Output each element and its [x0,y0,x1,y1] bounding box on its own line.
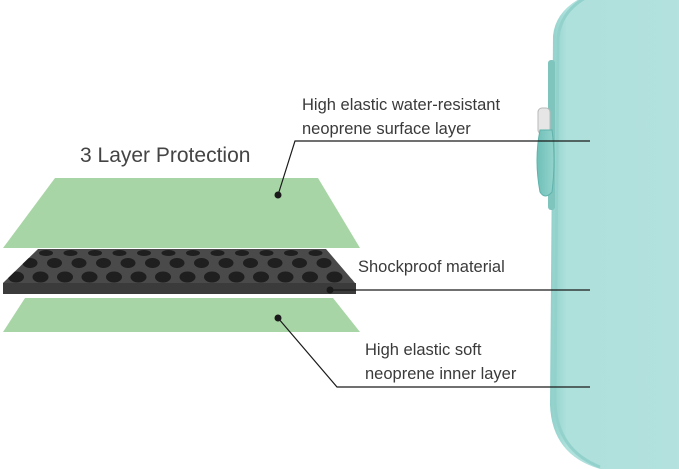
outer-layer-sheet [3,178,360,248]
foam-dot [186,250,200,256]
foam-dot [130,271,147,283]
foam-dot [120,258,136,268]
foam-dot [96,258,111,268]
shockproof-layer-edge [3,283,356,294]
foam-dot [106,271,122,283]
foam-dot [57,271,73,283]
foam-dot [316,258,332,268]
callout-leader-lines [274,140,590,388]
foam-dot [88,250,102,256]
foam-dot [8,271,24,283]
foam-dot [81,271,98,283]
inner-layer-dot [274,314,282,322]
shockproof-dot [326,286,334,294]
foam-dot [47,258,62,268]
outer-layer-dot [274,191,282,199]
foam-dot [169,258,185,268]
foam-dot [259,250,274,256]
foam-dot [228,271,245,283]
foam-dot [71,258,87,268]
foam-dot [179,271,196,283]
foam-dot [210,250,225,256]
sleeve-body [550,0,679,469]
outer-layer-label: High elastic water-resistant neoprene su… [302,96,505,138]
inner-layer-leader [277,317,590,388]
foam-dot [267,258,283,268]
foam-dot [145,258,160,268]
foam-dot [326,271,343,283]
foam-dot [161,250,176,256]
foam-dot [137,250,151,256]
zipper-pull-icon [536,107,555,197]
foam-dot [243,258,258,268]
foam-dot [341,258,355,268]
foam-dot [194,258,209,268]
foam-dot-pattern [8,250,355,283]
foam-dot [277,271,294,283]
foam-dot [308,250,323,256]
foam-dot [253,271,269,283]
foam-dot [302,271,318,283]
inner-layer-sheet [3,298,360,332]
sleeve-edge-seam [553,0,601,469]
outer-layer-leader [277,140,590,196]
foam-dot [32,271,49,283]
foam-dot [155,271,171,283]
outer-layer-label-line2: neoprene surface layer [302,120,471,138]
inner-layer-label-line2: neoprene inner layer [365,365,517,383]
foam-dot [235,250,249,256]
foam-dot [22,258,38,268]
foam-dot [63,250,78,256]
diagram-title: 3 Layer Protection [80,144,250,167]
inner-layer-label-line1: High elastic soft [365,341,482,359]
foam-dot [292,258,307,268]
foam-dot [39,250,53,256]
foam-dot [204,271,220,283]
foam-dot [112,250,127,256]
inner-layer-label: High elastic soft neoprene inner layer [365,341,517,383]
foam-dot [284,250,298,256]
shockproof-layer [3,249,356,294]
outer-layer-label-line1: High elastic water-resistant [302,96,500,114]
foam-dot [218,258,234,268]
shockproof-label: Shockproof material [358,258,505,276]
laptop-sleeve-icon [536,0,679,469]
shockproof-label-line1: Shockproof material [358,258,505,276]
